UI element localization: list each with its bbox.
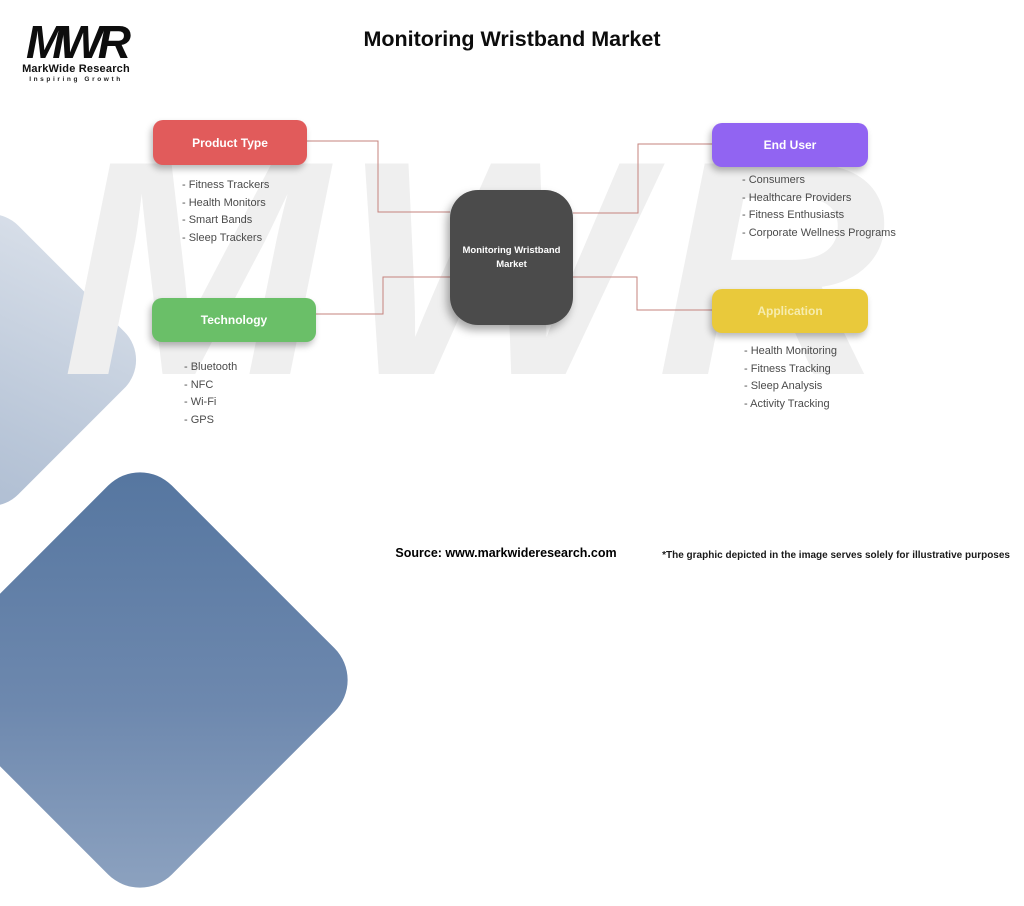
list-item: - Fitness Trackers [182,179,270,191]
branch-box-product-type: Product Type [153,120,307,165]
list-item: - Activity Tracking [744,397,830,410]
logo-mwr-letters: MWR [26,16,131,68]
branch-label-end-user: End User [763,138,817,152]
list-item: - NFC [184,378,214,391]
branch-box-technology: Technology [152,298,316,342]
list-item: - Sleep Trackers [182,231,263,244]
disclaimer-text: *The graphic depicted in the image serve… [662,550,1010,561]
list-technology: - Bluetooth - NFC - Wi-Fi - GPS [184,359,237,429]
list-item: - Bluetooth [184,361,238,373]
list-item: - Sleep Analysis [744,380,823,392]
page-title: Monitoring Wristband Market [363,27,661,51]
list-item: - Consumers [742,174,805,186]
connector-lines [307,140,712,315]
logo-company-name: MarkWide Research [22,63,130,75]
list-item: - Fitness Enthusiasts [742,209,845,221]
branch-box-application: Application [712,289,868,333]
center-node-label: Monitoring Wristband Market [462,245,561,270]
list-product-type: - Fitness Trackers - Health Monitors - S… [182,177,269,247]
list-item: - GPS [184,413,214,426]
list-item: - Healthcare Providers [742,191,852,204]
connector-product-type [307,140,450,213]
list-item: - Wi-Fi [184,396,217,408]
list-item: - Corporate Wellness Programs [742,226,896,239]
center-node: Monitoring Wristband Market [450,190,573,325]
connector-application [573,276,712,311]
list-item: - Health Monitors [182,196,266,209]
list-end-user: - Consumers - Healthcare Providers - Fit… [742,172,896,242]
connector-end-user [573,143,712,214]
logo-tagline: Inspiring Growth [29,76,123,83]
list-item: - Fitness Tracking [744,362,831,375]
branch-label-application: Application [757,304,823,318]
source-text: Source: www.markwideresearch.com [395,546,617,560]
markwide-logo: MWR MarkWide Research Inspiring Growth [18,16,134,83]
branch-box-end-user: End User [712,123,868,167]
branch-label-product-type: Product Type [192,135,268,150]
branch-label-technology: Technology [200,313,268,327]
list-item: - Health Monitoring [744,345,837,357]
list-item: - Smart Bands [182,214,253,226]
list-application: - Health Monitoring - Fitness Tracking -… [744,343,837,413]
connector-technology [316,276,450,315]
